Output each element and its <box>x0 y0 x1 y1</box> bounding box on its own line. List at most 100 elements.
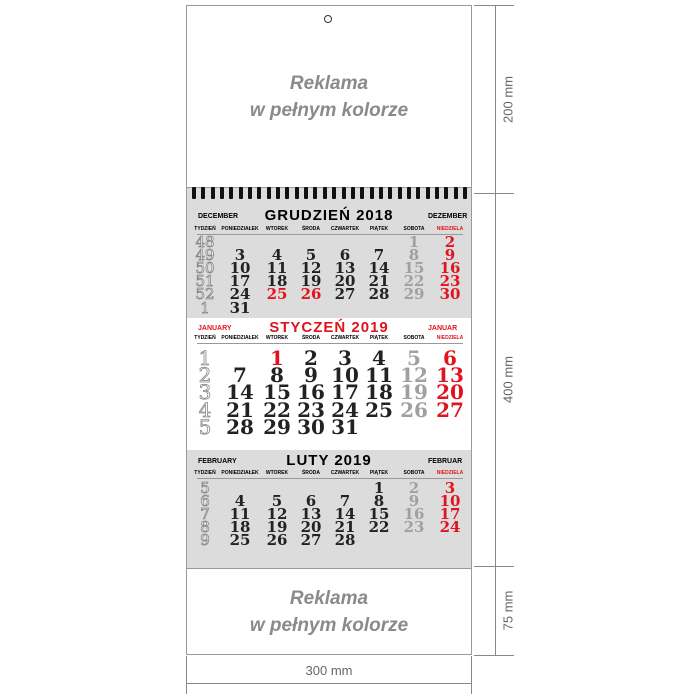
day-cell: 19 <box>400 380 428 405</box>
day-cell: 30 <box>439 285 461 304</box>
week-number: 4 <box>198 397 212 422</box>
weekday-header: PIĄTEK <box>369 470 389 476</box>
day-cell: 28 <box>368 285 390 304</box>
day-cell: 22 <box>263 397 291 422</box>
dimension-bottom: 75 mm <box>500 590 516 631</box>
day-cell: 2 <box>444 232 456 251</box>
day-cell: 4 <box>372 346 386 370</box>
day-cell: 7 <box>339 491 351 510</box>
day-cell: 8 <box>408 245 420 264</box>
day-cell: 11 <box>365 363 393 388</box>
day-cell: 25 <box>229 531 251 550</box>
spiral-ring <box>257 187 262 199</box>
day-cell: 31 <box>331 414 359 439</box>
spiral-ring <box>322 187 327 199</box>
spiral-ring <box>444 187 449 199</box>
week-number: 50 <box>195 258 215 277</box>
month-title: LUTY 2019 <box>286 452 372 469</box>
day-cell: 17 <box>439 504 461 523</box>
day-cell: 19 <box>266 518 288 537</box>
day-cell: 11 <box>229 504 251 523</box>
day-cell: 21 <box>368 272 390 291</box>
spiral-ring <box>369 187 374 199</box>
spiral-ring <box>266 187 271 199</box>
day-cell: 6 <box>443 346 457 370</box>
spiral-ring <box>220 187 225 199</box>
week-number: 52 <box>195 285 215 304</box>
day-cell: 26 <box>266 531 288 550</box>
weekday-header: ŚRODA <box>301 226 321 232</box>
weekday-header: CZWARTEK <box>330 226 360 232</box>
day-cell: 29 <box>403 285 425 304</box>
spiral-ring <box>397 187 402 199</box>
spiral-ring <box>434 187 439 199</box>
weekday-header: WTOREK <box>265 226 289 232</box>
spiral-ring <box>294 187 299 199</box>
day-cell: 23 <box>403 518 425 537</box>
day-cell: 10 <box>439 491 461 510</box>
hanging-hole <box>324 15 332 23</box>
vertical-dimension-line <box>495 5 496 655</box>
day-cell: 22 <box>368 518 390 537</box>
day-cell: 2 <box>304 346 318 370</box>
spiral-binding <box>192 187 467 199</box>
day-cell: 18 <box>266 272 288 291</box>
weekday-header: TYDZIEŃ <box>194 226 216 232</box>
day-cell: 15 <box>368 504 390 523</box>
day-cell: 22 <box>403 272 425 291</box>
dimension-top: 200 mm <box>500 76 516 123</box>
spiral-ring <box>276 187 281 199</box>
weekday-header: PIĄTEK <box>369 226 389 232</box>
week-number: 2 <box>198 363 212 388</box>
dimension-tick <box>474 193 514 194</box>
spiral-ring <box>229 187 234 199</box>
day-cell: 13 <box>334 258 356 277</box>
day-cell: 1 <box>373 478 385 497</box>
day-cell: 30 <box>297 414 325 439</box>
top-ad-line1: Reklama <box>289 72 369 94</box>
day-cell: 6 <box>305 491 317 510</box>
weekday-header: SOBOTA <box>403 470 425 476</box>
week-number: 9 <box>200 531 210 550</box>
weekday-header: NIEDZIELA <box>436 470 464 476</box>
day-cell: 8 <box>270 363 284 388</box>
dimension-tick <box>474 5 514 6</box>
week-number: 7 <box>200 504 210 523</box>
day-cell: 5 <box>271 491 283 510</box>
day-cell: 14 <box>334 504 356 523</box>
dimension-width: 300 mm <box>305 663 353 678</box>
day-cell: 24 <box>229 285 251 304</box>
weekday-header: SOBOTA <box>403 226 425 232</box>
spiral-ring <box>285 187 290 199</box>
spiral-ring <box>462 187 467 199</box>
day-cell: 16 <box>297 380 325 405</box>
day-cell: 31 <box>229 298 251 317</box>
day-cell: 7 <box>233 363 247 388</box>
day-cell: 16 <box>439 258 461 277</box>
dimension-tick <box>474 655 514 656</box>
day-cell: 3 <box>234 245 246 264</box>
spiral-ring <box>350 187 355 199</box>
spiral-ring <box>201 187 206 199</box>
bottom-ad-line1: Reklama <box>289 587 369 609</box>
week-number: 6 <box>200 491 210 510</box>
day-cell: 26 <box>400 397 428 422</box>
day-cell: 14 <box>368 258 390 277</box>
weekday-header: ŚRODA <box>301 470 321 476</box>
day-cell: 4 <box>271 245 283 264</box>
spiral-ring <box>304 187 309 199</box>
week-number: 51 <box>195 272 215 291</box>
day-cell: 11 <box>266 258 288 277</box>
day-cell: 12 <box>400 363 428 388</box>
spiral-ring <box>238 187 243 199</box>
dimension-tick <box>471 656 472 694</box>
day-cell: 8 <box>373 491 385 510</box>
day-cell: 1 <box>270 346 284 370</box>
day-cell: 9 <box>444 245 456 264</box>
dimension-middle: 400 mm <box>500 356 516 403</box>
day-cell: 24 <box>331 397 359 422</box>
day-cell: 23 <box>439 272 461 291</box>
header-divider <box>197 343 463 344</box>
spiral-ring <box>416 187 421 199</box>
spiral-ring <box>453 187 458 199</box>
